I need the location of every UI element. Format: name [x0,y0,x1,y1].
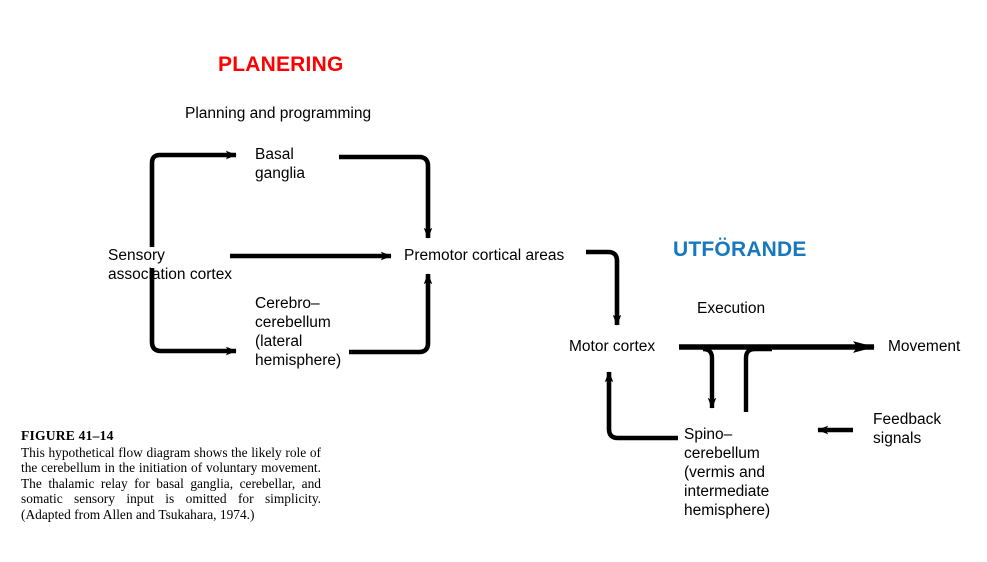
arrow-spinocerebellum-to-movement-line [743,346,772,412]
figure-caption-body: This hypothetical flow diagram shows the… [21,444,321,522]
arrow-basal-ganglia-to-premotor [339,154,433,239]
node-feedback-signals: Feedback signals [873,411,942,447]
node-motor-cortex: Motor cortex [569,338,656,355]
label-planning-and-programming: Planning and programming [185,105,372,122]
heading-utforande: UTFÖRANDE [673,238,807,261]
figure-caption-title: FIGURE 41–14 [21,428,114,443]
arrow-spinocerebellum-to-motor-cortex [604,371,678,441]
arrow-cerebrocerebellum-to-premotor [349,273,433,355]
node-movement: Movement [888,338,961,355]
figure-caption: FIGURE 41–14 This hypothetical flow diag… [21,428,321,523]
node-basal-ganglia: Basal ganglia [255,146,305,182]
node-spino-cerebellum: Spino– cerebellum (vermis and intermedia… [684,426,771,519]
arrow-sensory-to-basal-ganglia [149,150,237,247]
arrow-motor-cortex-to-spinocerebellum [702,346,717,409]
arrow-premotor-to-motor-cortex [586,249,622,326]
node-cerebro-cerebellum: Cerebro– cerebellum (lateral hemisphere) [255,295,342,369]
heading-planering: PLANERING [218,53,344,76]
node-premotor-cortical-areas: Premotor cortical areas [404,247,565,264]
label-execution: Execution [697,300,766,317]
node-sensory-association-cortex: Sensory association cortex [108,247,233,283]
arrow-sensory-to-cerebrocerebellum [149,268,237,356]
